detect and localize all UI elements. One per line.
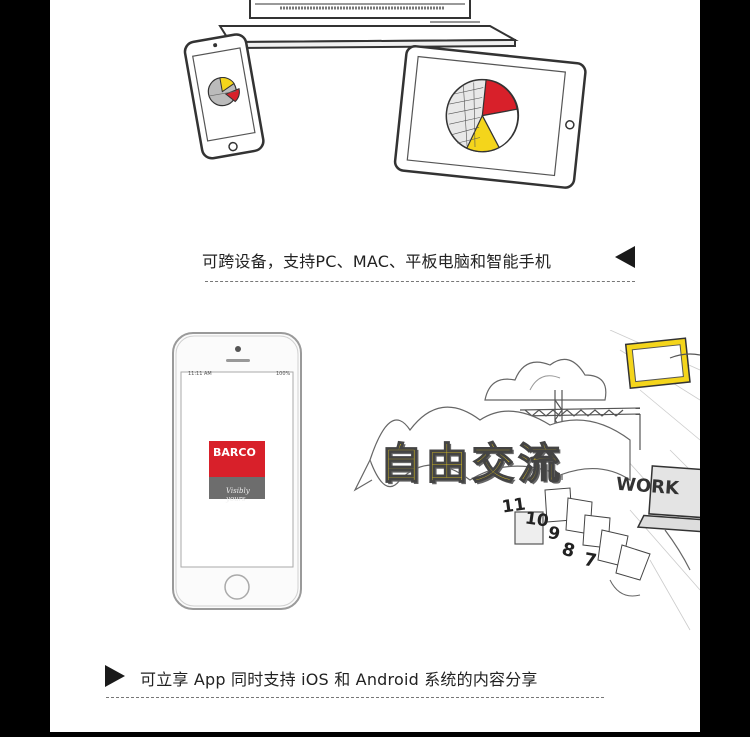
calendar-number: 10 (523, 508, 550, 532)
bottom-frame (0, 732, 750, 737)
smartphone-sketch (183, 33, 265, 160)
left-frame (0, 0, 50, 737)
app-sharing-caption: 可立享 App 同时支持 iOS 和 Android 系统的内容分享 (140, 670, 538, 689)
caption-divider-1 (205, 281, 635, 282)
free-communication-collage (353, 330, 700, 631)
barco-logo-red-block (209, 441, 265, 477)
barco-brand-name: BARCO (213, 446, 256, 459)
tablet-sketch (393, 45, 587, 189)
content-area: 可跨设备，支持PC、MAC、平板电脑和智能手机 11:11 AM 100% BA… (50, 0, 700, 732)
work-sign-text: WORK (615, 473, 680, 500)
arrow-left-icon (615, 246, 635, 268)
laptop-sketch (218, 0, 519, 50)
caption-divider-2 (106, 697, 604, 698)
iphone-illustration (172, 332, 302, 610)
arrow-right-icon (105, 665, 125, 687)
laptop-work-sketch (636, 465, 700, 535)
barco-app-logo[interactable]: BARCO Visibly yours (209, 441, 265, 503)
calendar-number: 11 (500, 494, 527, 518)
devices-caption: 可跨设备，支持PC、MAC、平板电脑和智能手机 (202, 252, 552, 271)
barco-tagline: Visibly yours (226, 487, 250, 503)
phone-status-time: 11:11 AM (188, 371, 212, 377)
devices-illustration (183, 0, 587, 189)
phone-status-battery: 100% (276, 371, 291, 377)
free-communication-banner: 自由交流 (379, 438, 565, 489)
calendar-pages-sketch (544, 487, 651, 581)
right-frame (700, 0, 750, 737)
barco-logo-gray-block (209, 477, 265, 499)
yellow-screen-sketch (624, 337, 691, 390)
